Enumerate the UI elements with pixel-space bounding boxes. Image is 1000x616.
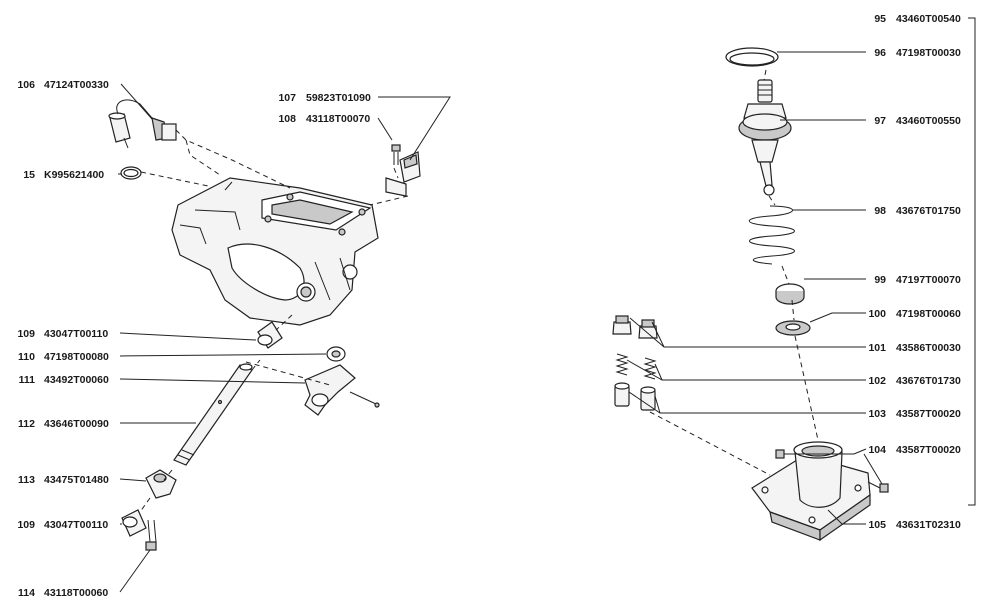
seat-99	[775, 283, 805, 305]
callout-number: 99	[874, 274, 886, 286]
callout-number: 110	[18, 351, 35, 363]
centerline	[791, 299, 795, 321]
callout-number: 97	[874, 115, 886, 127]
callout-number: 96	[874, 47, 886, 59]
fork-111	[304, 364, 380, 416]
centerline	[781, 265, 790, 285]
centerline	[245, 359, 331, 386]
clip-ring-96	[725, 47, 779, 67]
part-code: 43587T00020	[896, 408, 961, 420]
part-code: 43646T00090	[44, 418, 109, 430]
part-code: 43460T00540	[896, 13, 961, 25]
group-bracket	[968, 17, 976, 506]
callout-number: 108	[278, 113, 296, 125]
bush-109-upper	[257, 321, 283, 349]
leader-101	[629, 317, 866, 348]
plugs-101	[612, 315, 658, 339]
part-code: 43118T00060	[44, 587, 108, 599]
shift-piece-113	[145, 469, 177, 499]
callout-number: 95	[874, 13, 886, 25]
callout-number: 103	[868, 408, 886, 420]
callout-number: 106	[17, 79, 35, 91]
part-code: 47197T00070	[896, 274, 961, 286]
callout-number: 109	[17, 519, 35, 531]
centerline	[763, 69, 767, 81]
callout-number: 114	[18, 587, 35, 599]
part-code: 43047T00110	[44, 328, 108, 340]
part-code: 43587T00020	[896, 444, 961, 456]
leader-109-upper	[119, 332, 257, 341]
washer-100	[775, 320, 811, 336]
leader-113	[119, 478, 147, 482]
centerline	[139, 497, 151, 513]
centerline	[185, 139, 221, 176]
centerline	[140, 171, 209, 187]
callout-number: 113	[18, 474, 35, 486]
pin-110	[326, 346, 346, 362]
shift-lever-97	[738, 79, 792, 196]
leader-100	[809, 312, 866, 323]
part-code: 43118T00070	[306, 113, 370, 125]
part-code: 47124T00330	[44, 79, 109, 91]
callout-number: 100	[868, 308, 886, 320]
part-code: 43492T00060	[44, 374, 109, 386]
part-code: 47198T00030	[896, 47, 961, 59]
part-code: 47198T00060	[896, 308, 961, 320]
shaft-112	[173, 363, 253, 466]
leader-106	[120, 83, 153, 120]
bolts-104	[775, 449, 889, 493]
part-code: 43475T01480	[44, 474, 109, 486]
bracket-107	[385, 151, 421, 197]
transmission-housing	[171, 177, 379, 326]
part-code: 43460T00550	[896, 115, 961, 127]
leader-104	[796, 448, 883, 485]
bush-109-lower	[121, 509, 147, 537]
callout-number: 104	[868, 444, 886, 456]
oring-15	[120, 166, 142, 180]
leader-102	[626, 359, 866, 381]
leader-103	[628, 391, 866, 414]
centerline	[163, 469, 173, 481]
callout-number: 112	[18, 418, 35, 430]
callout-number: 98	[874, 205, 886, 217]
part-code: K995621400	[44, 169, 104, 181]
callout-number: 102	[868, 375, 886, 387]
part-code: 43676T01730	[896, 375, 961, 387]
part-code: 43631T02310	[896, 519, 961, 531]
callout-number: 105	[868, 519, 886, 531]
switch-106	[108, 99, 177, 149]
leader-110	[119, 353, 327, 357]
centerline	[393, 167, 399, 179]
bolt-114	[145, 519, 157, 551]
part-code: 43676T01750	[896, 205, 961, 217]
bolt-108	[391, 144, 401, 165]
callout-number: 111	[19, 374, 36, 386]
spring-98	[748, 205, 795, 265]
centerline	[369, 195, 409, 206]
leader-108	[377, 117, 393, 141]
leader-107	[378, 96, 451, 161]
leader-105	[827, 509, 866, 525]
callout-number: 15	[23, 169, 35, 181]
centerline	[794, 335, 819, 441]
centerline	[275, 314, 293, 331]
centerline	[768, 195, 776, 206]
part-code: 59823T01090	[306, 92, 371, 104]
centerline	[649, 411, 771, 476]
springs-102	[615, 353, 657, 380]
lever-housing-105	[751, 441, 871, 542]
leader-114	[119, 549, 151, 593]
part-code: 43586T00030	[896, 342, 961, 354]
callout-number: 101	[868, 342, 886, 354]
leader-111	[119, 378, 306, 384]
callout-number: 107	[278, 92, 296, 104]
part-code: 43047T00110	[44, 519, 108, 531]
centerline	[175, 129, 291, 189]
part-code: 47198T00080	[44, 351, 109, 363]
callout-number: 109	[17, 328, 35, 340]
